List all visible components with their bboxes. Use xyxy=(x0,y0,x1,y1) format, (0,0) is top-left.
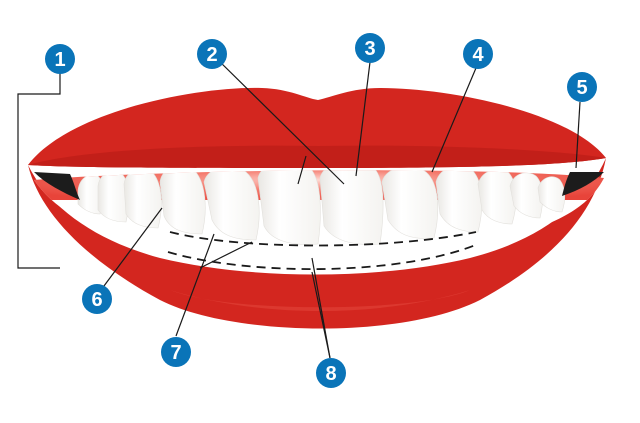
lower-lip-highlight xyxy=(170,290,470,311)
callout-1: 1 xyxy=(45,44,75,74)
leader-3 xyxy=(355,61,371,177)
callout-5: 5 xyxy=(567,72,597,102)
right-mouth-corner xyxy=(562,172,604,196)
mouth-interior xyxy=(34,170,604,252)
lower-lip-curve-dashed-line xyxy=(167,243,479,270)
leader-6 xyxy=(97,207,163,295)
tooth-right-6 xyxy=(537,176,566,213)
callouts: 1 2 3 4 5 6 7 8 xyxy=(45,33,597,388)
tooth-left-3 xyxy=(203,170,260,241)
left-mouth-corner xyxy=(34,172,80,200)
callout-1-label: 1 xyxy=(54,49,65,71)
callout-8: 8 xyxy=(316,358,346,388)
leader-lines xyxy=(17,55,581,359)
leader-5 xyxy=(575,101,581,169)
callout-2-label: 2 xyxy=(206,44,217,66)
leader-2b xyxy=(297,155,307,185)
leader-2 xyxy=(213,55,345,185)
tooth-left-4 xyxy=(159,170,206,235)
leader-4 xyxy=(431,67,477,173)
callout-3: 3 xyxy=(355,33,385,63)
callout-3-label: 3 xyxy=(364,38,375,60)
callout-7-label: 7 xyxy=(170,342,181,364)
tooth-left-6 xyxy=(97,171,129,223)
callout-5-label: 5 xyxy=(576,77,587,99)
leader-1-bracket xyxy=(17,72,61,269)
callout-8-label: 8 xyxy=(325,363,336,385)
teeth xyxy=(77,170,566,245)
callout-4-label: 4 xyxy=(472,44,484,66)
leader-7b xyxy=(199,241,253,269)
callout-4: 4 xyxy=(463,39,493,69)
tooth-right-2 xyxy=(381,170,439,239)
callout-2: 2 xyxy=(197,39,227,69)
leader-8b xyxy=(311,271,331,359)
leader-7a xyxy=(175,233,215,337)
smile-line-markers xyxy=(167,231,479,270)
callout-6: 6 xyxy=(82,284,112,314)
tooth-left-2 xyxy=(257,170,321,245)
callout-7: 7 xyxy=(161,337,191,367)
lower-lip xyxy=(28,158,606,329)
incisal-curve-dashed-line xyxy=(169,231,477,247)
tooth-right-1 xyxy=(319,170,384,245)
lips xyxy=(28,87,606,329)
callout-6-label: 6 xyxy=(91,289,102,311)
